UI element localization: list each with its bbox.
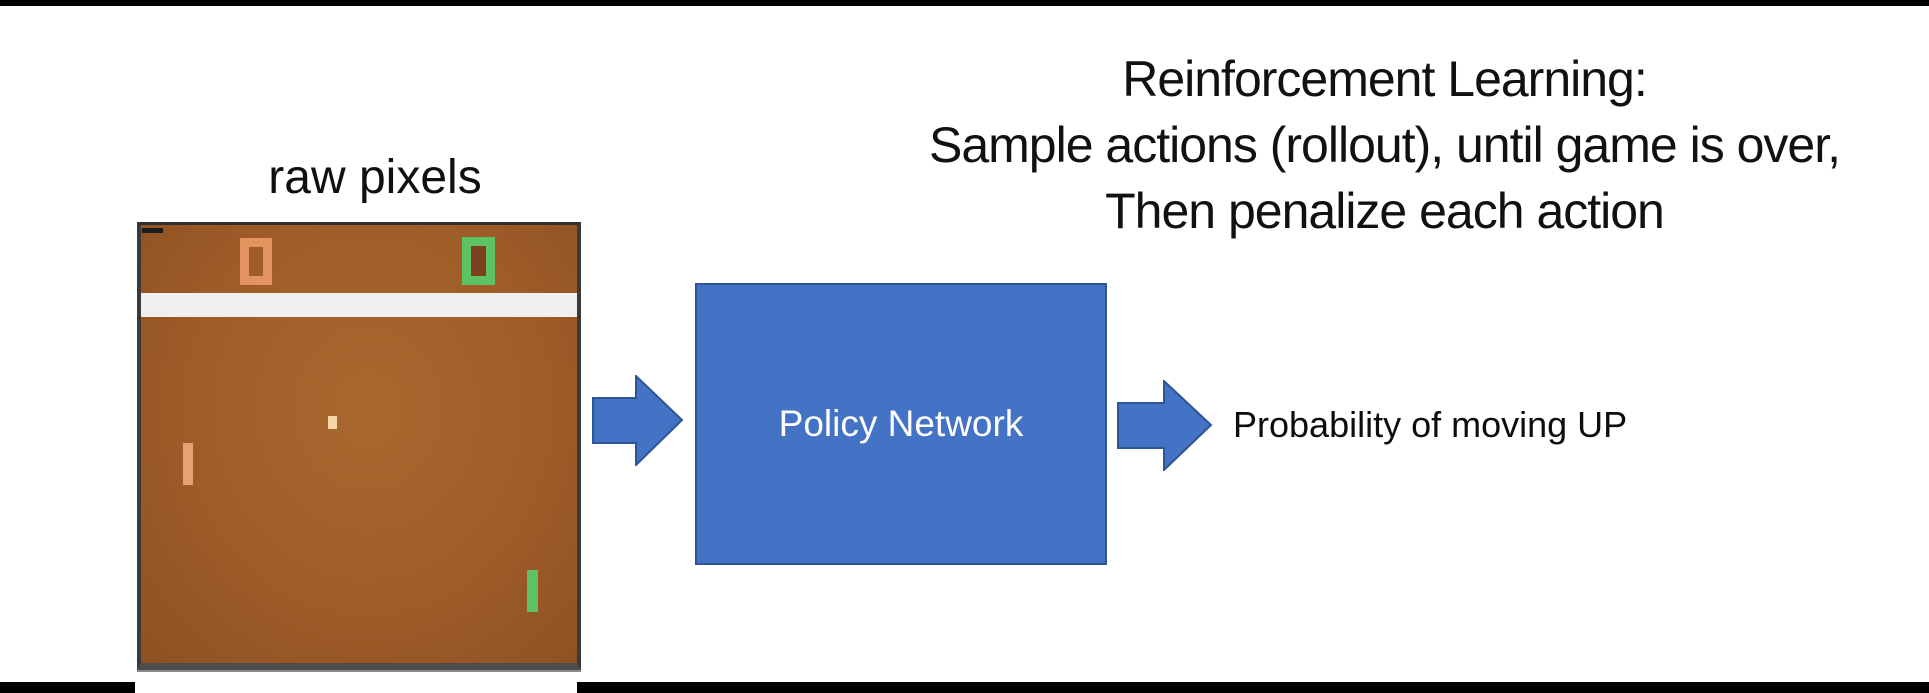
input-arrow-icon [592, 375, 684, 466]
pong-ball [328, 416, 337, 429]
title-line-2: Sample actions (rollout), until game is … [929, 117, 1841, 173]
output-arrow-icon [1117, 380, 1213, 471]
pong-playfield [141, 225, 577, 663]
bottom-border-bar-right [577, 682, 1929, 693]
corner-dash [142, 228, 163, 233]
right-score-digit [462, 237, 495, 285]
top-wall-divider [141, 293, 577, 317]
top-border-bar [0, 0, 1929, 6]
title-line-3: Then penalize each action [1105, 183, 1665, 239]
probability-output-label: Probability of moving UP [1233, 404, 1628, 445]
right-paddle [527, 570, 538, 612]
policy-network-box: Policy Network [695, 283, 1107, 565]
left-score-digit [240, 238, 272, 285]
policy-network-label: Policy Network [778, 403, 1024, 444]
left-paddle [183, 443, 193, 485]
slide-title: Reinforcement Learning: Sample actions (… [840, 46, 1929, 244]
bottom-border-bar-left [0, 682, 135, 693]
pong-game-screenshot [137, 222, 581, 670]
title-line-1: Reinforcement Learning: [1122, 51, 1648, 107]
raw-pixels-label: raw pixels [268, 151, 482, 204]
